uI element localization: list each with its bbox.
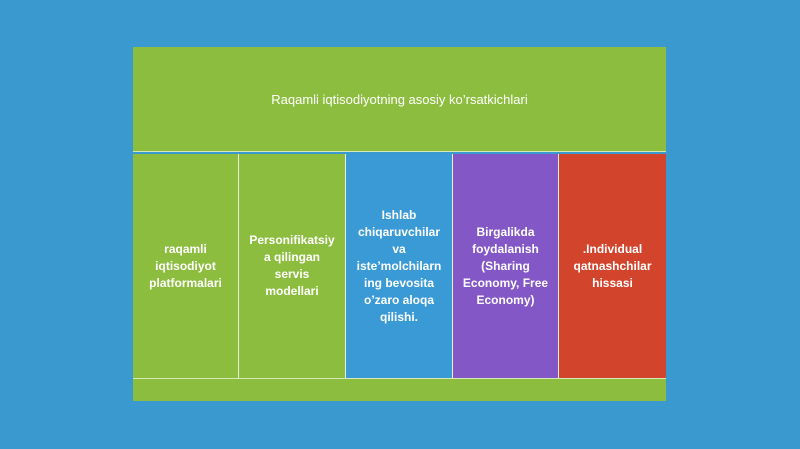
- diagram-header: Raqamli iqtisodiyotning asosiy ko’rsatki…: [133, 47, 666, 152]
- indicator-label-individual-share: .Individual qatnashchilar hissasi: [573, 241, 652, 290]
- indicator-box-platforms: raqamli iqtisodiyot platformalari: [133, 154, 239, 378]
- indicator-label-personalized-services: Personifikatsiy a qilingan servis modell…: [249, 233, 335, 298]
- indicator-label-sharing-economy: Birgalikda foydalanish (Sharing Economy,…: [462, 224, 549, 307]
- indicator-label-platforms: raqamli iqtisodiyot platformalari: [149, 241, 222, 290]
- diagram-title: Raqamli iqtisodiyotning asosiy ko’rsatki…: [271, 91, 528, 107]
- indicator-box-sharing-economy: Birgalikda foydalanish (Sharing Economy,…: [453, 154, 559, 378]
- indicator-row: raqamli iqtisodiyot platformalari Person…: [133, 154, 666, 378]
- indicator-box-personalized-services: Personifikatsiy a qilingan servis modell…: [239, 154, 346, 378]
- indicator-box-producer-consumer: Ishlab chiqaruvchilar va iste’molchilarn…: [346, 154, 453, 378]
- indicator-box-individual-share: .Individual qatnashchilar hissasi: [559, 154, 666, 378]
- indicators-diagram: Raqamli iqtisodiyotning asosiy ko’rsatki…: [133, 47, 666, 401]
- indicator-label-producer-consumer: Ishlab chiqaruvchilar va iste’molchilarn…: [356, 207, 442, 324]
- diagram-footer: [133, 378, 666, 401]
